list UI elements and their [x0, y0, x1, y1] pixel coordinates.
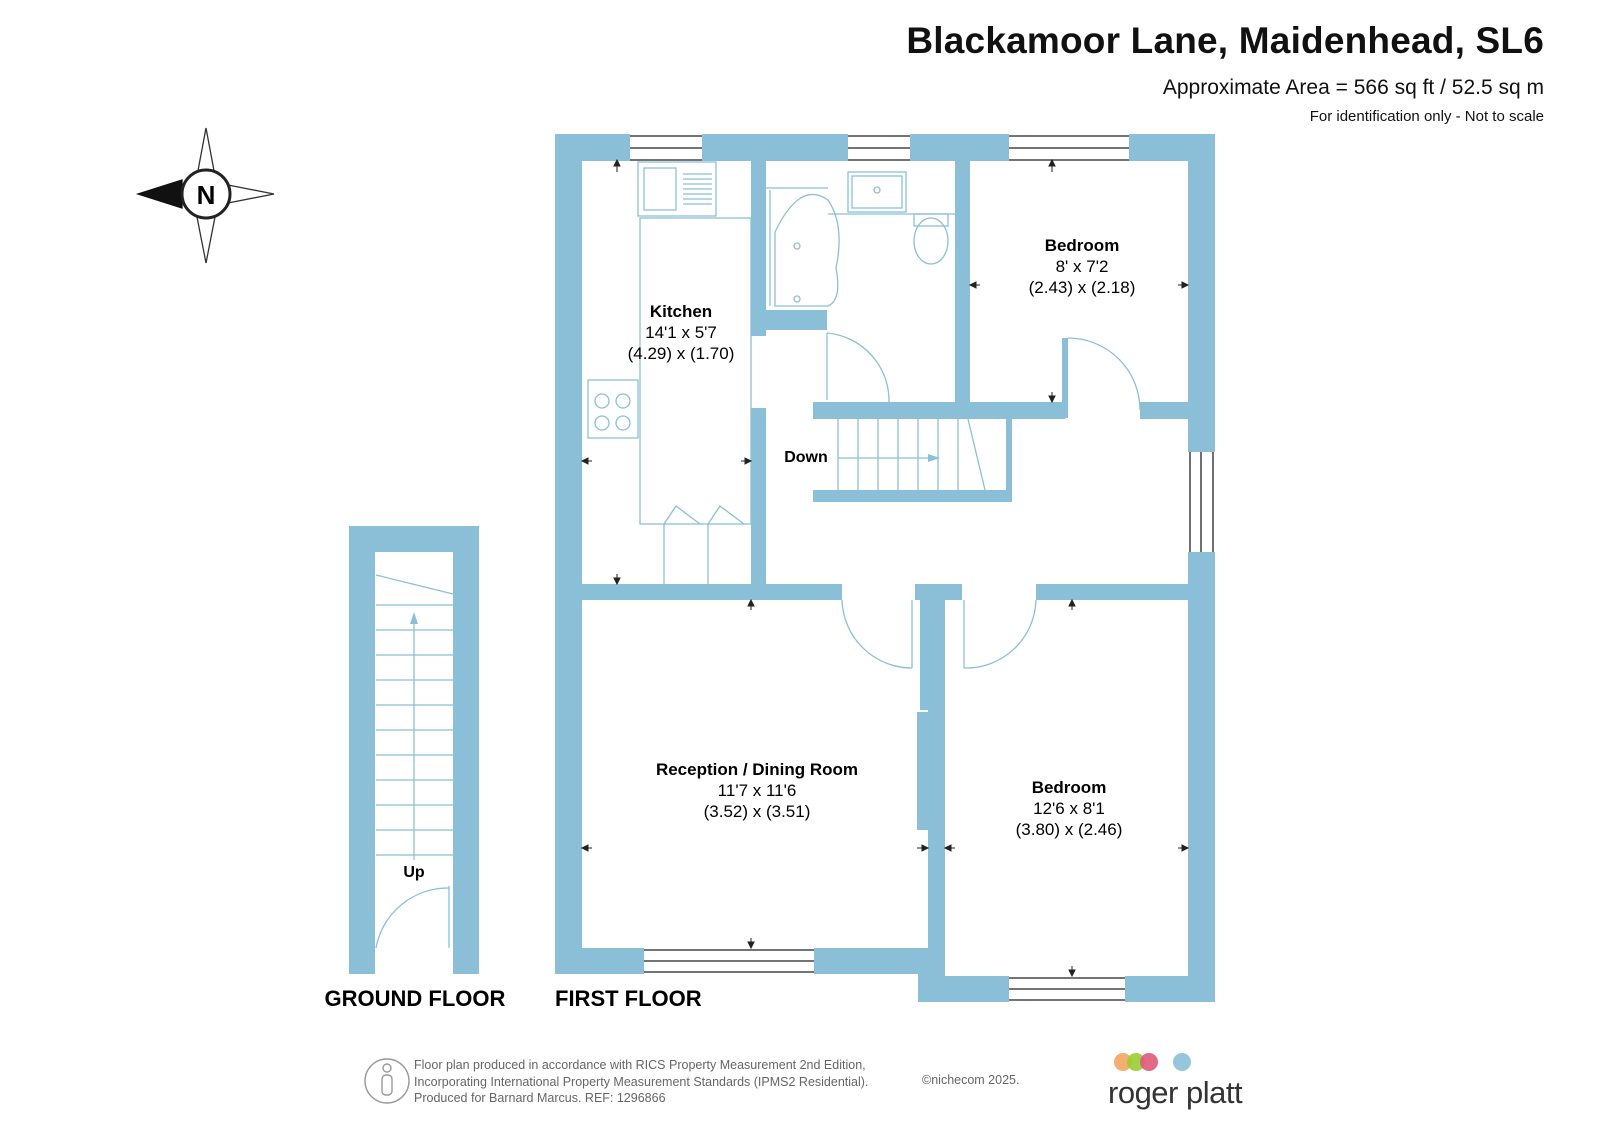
footer-line-1: Floor plan produced in accordance with R… — [414, 1058, 866, 1072]
room-name: Bedroom — [1032, 778, 1107, 797]
down-arrow-icon — [928, 454, 940, 462]
room-name: Reception / Dining Room — [656, 760, 858, 779]
room-metric: (3.52) x (3.51) — [704, 802, 811, 821]
compass-letter: N — [197, 180, 216, 210]
room-imperial: 14'1 x 5'7 — [645, 323, 717, 342]
copyright: ©nichecom 2025. — [922, 1073, 1020, 1087]
room-metric: (3.80) x (2.46) — [1016, 820, 1123, 839]
footer-line-2: Incorporating International Property Mea… — [414, 1074, 869, 1089]
dimension-markers — [580, 158, 1190, 978]
ground-floor: Up GROUND FLOOR — [325, 526, 506, 1011]
doors — [826, 332, 1141, 669]
walls — [555, 134, 1215, 1002]
sink-icon — [637, 161, 717, 217]
toilet-icon — [913, 217, 949, 265]
compass-icon: N — [135, 127, 275, 264]
first-stairs-label: Down — [784, 449, 828, 466]
room-bedroom-large: Bedroom 12'6 x 8'1 (3.80) x (2.46) — [1016, 778, 1123, 839]
room-metric: (4.29) x (1.70) — [628, 344, 735, 363]
ground-stairs-label: Up — [403, 864, 425, 881]
reception-door — [841, 599, 913, 669]
bedroom-large-door — [963, 599, 1037, 669]
room-kitchen: Kitchen 14'1 x 5'7 (4.29) x (1.70) — [628, 302, 735, 363]
worktop — [639, 217, 752, 525]
windows — [630, 134, 1215, 1002]
bathroom-door — [826, 332, 890, 403]
room-name: Kitchen — [650, 302, 712, 321]
bathroom-fixtures — [766, 171, 955, 307]
footer-line-3: Produced for Barnard Marcus. REF: 129686… — [414, 1091, 666, 1105]
room-imperial: 8' x 7'2 — [1056, 257, 1109, 276]
first-stairs — [837, 418, 986, 491]
footer-disclaimer: Floor plan produced in accordance with R… — [414, 1057, 868, 1107]
first-floor: Kitchen 14'1 x 5'7 (4.29) x (1.70) Bedro… — [555, 134, 1215, 1011]
kitchen-fixtures — [587, 161, 752, 584]
person-icon — [364, 1058, 410, 1104]
room-imperial: 12'6 x 8'1 — [1033, 799, 1105, 818]
basin-icon — [847, 171, 907, 213]
hob-icon — [587, 379, 639, 439]
first-floor-label: FIRST FLOOR — [555, 986, 702, 1011]
up-arrow-icon — [410, 612, 418, 624]
brand-logo: roger platt — [1108, 1075, 1243, 1110]
bedroom-small-door — [1067, 337, 1141, 411]
ground-stairs — [375, 574, 454, 949]
room-reception: Reception / Dining Room 11'7 x 11'6 (3.5… — [656, 760, 858, 821]
room-imperial: 11'7 x 11'6 — [718, 781, 797, 800]
room-name: Bedroom — [1045, 236, 1120, 255]
brand-logo-dots — [1114, 1053, 1191, 1071]
approximate-area: Approximate Area = 566 sq ft / 52.5 sq m — [1162, 76, 1544, 99]
bath-icon — [774, 193, 840, 307]
room-metric: (2.43) x (2.18) — [1029, 278, 1136, 297]
page-title: Blackamoor Lane, Maidenhead, SL6 — [906, 20, 1544, 61]
room-bedroom-small: Bedroom 8' x 7'2 (2.43) x (2.18) — [1029, 236, 1136, 297]
scale-disclaimer: For identification only - Not to scale — [1309, 108, 1544, 125]
ground-floor-label: GROUND FLOOR — [325, 986, 506, 1011]
